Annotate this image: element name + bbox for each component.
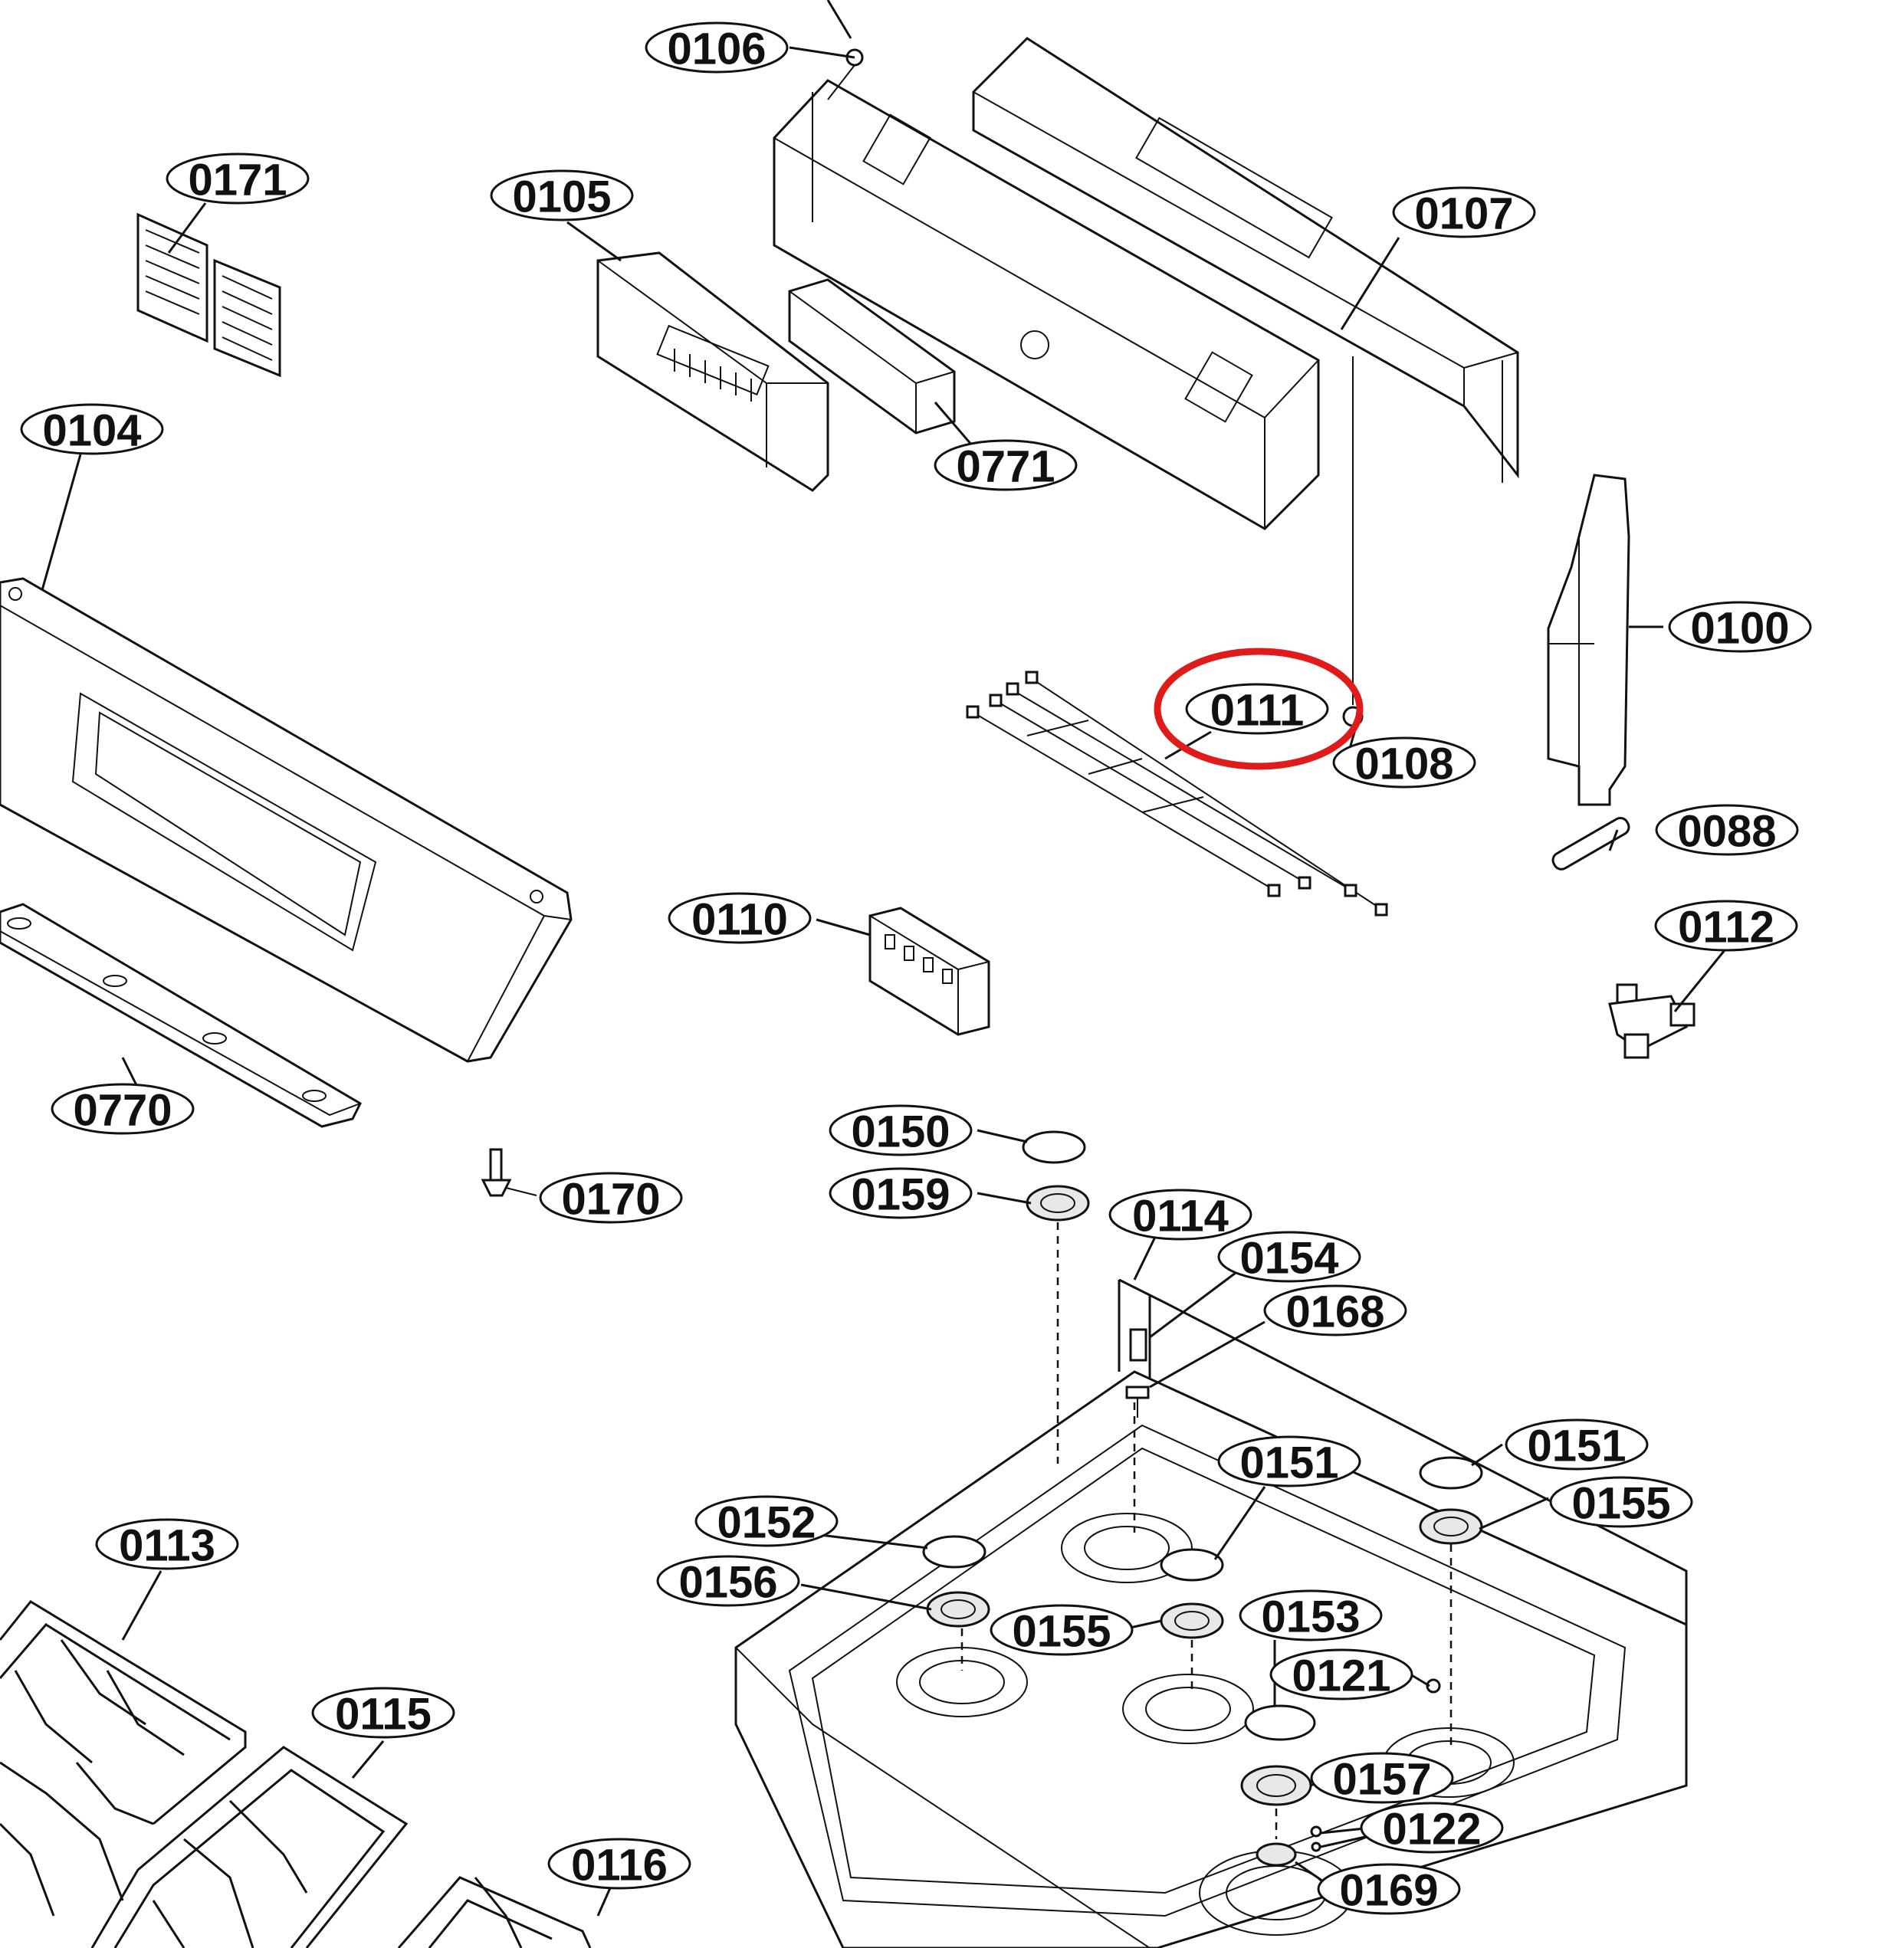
part-label: 0770 (51, 1083, 195, 1136)
svg-text:0152: 0152 (717, 1498, 816, 1548)
part-label: 0168 (1263, 1284, 1407, 1337)
svg-text:0113: 0113 (119, 1521, 215, 1571)
part-label: 0171 (166, 152, 310, 205)
part-label: 0155 (990, 1604, 1134, 1657)
part-label: 0115 (311, 1687, 455, 1740)
svg-text:0112: 0112 (1678, 903, 1774, 953)
svg-text:0105: 0105 (512, 172, 611, 222)
highlight-circle (1154, 648, 1364, 770)
part-label: 0114 (1108, 1189, 1252, 1241)
svg-text:0116: 0116 (571, 1841, 668, 1891)
svg-text:0154: 0154 (1239, 1234, 1338, 1284)
leader-lines (41, 46, 1726, 1917)
igniter-hardware (1125, 1328, 1441, 1852)
burner-heads (926, 1185, 1483, 1867)
part-label: 0108 (1332, 736, 1476, 789)
svg-text:0115: 0115 (335, 1690, 432, 1740)
svg-text:0153: 0153 (1261, 1592, 1360, 1642)
part-label: 0112 (1654, 900, 1798, 953)
part-0088 (1551, 817, 1630, 871)
svg-text:0106: 0106 (667, 25, 766, 74)
part-label: 0156 (656, 1555, 800, 1608)
svg-text:0088: 0088 (1677, 807, 1776, 857)
svg-text:0159: 0159 (851, 1170, 950, 1220)
svg-text:0156: 0156 (678, 1558, 777, 1608)
svg-text:0150: 0150 (851, 1107, 950, 1157)
part-label: 0150 (829, 1104, 973, 1157)
side-trim-0100 (1547, 474, 1630, 806)
part-label: 0113 (95, 1518, 239, 1571)
part-labels: 0106 0171 0105 0107 0104 0771 0100 0111 … (20, 21, 1812, 1916)
svg-text:0151: 0151 (1527, 1422, 1626, 1471)
part-label: 0100 (1668, 601, 1812, 654)
grates (0, 1600, 592, 1948)
part-label: 0105 (490, 169, 634, 222)
svg-text:0155: 0155 (1571, 1479, 1670, 1529)
svg-text:0169: 0169 (1339, 1866, 1438, 1916)
svg-text:0771: 0771 (956, 442, 1055, 492)
svg-text:0114: 0114 (1132, 1192, 1229, 1241)
assembly-lines (960, 1222, 1453, 1839)
grate-0115 (90, 1746, 409, 1948)
svg-text:0104: 0104 (42, 406, 141, 456)
svg-text:0121: 0121 (1292, 1651, 1390, 1701)
svg-text:0100: 0100 (1690, 604, 1789, 654)
svg-text:0122: 0122 (1382, 1805, 1481, 1855)
screw-0106 (826, 0, 864, 100)
control-housing-0107 (773, 37, 1519, 530)
part-label: 0771 (934, 439, 1078, 492)
part-label: 0116 (547, 1838, 691, 1891)
part-label: 0154 (1217, 1231, 1361, 1284)
grate-0116 (397, 1876, 592, 1948)
part-label: 0121 (1269, 1648, 1413, 1701)
part-label: 0155 (1549, 1476, 1693, 1529)
part-label: 0111 (1185, 683, 1329, 736)
terminal-block-0110 (868, 907, 990, 1036)
bracket-0770 (0, 903, 362, 1128)
svg-text:0151: 0151 (1239, 1438, 1338, 1488)
part-label: 0169 (1317, 1863, 1461, 1916)
part-label: 0152 (694, 1495, 839, 1548)
part-label: 0153 (1239, 1589, 1383, 1642)
screw-0108 (1342, 356, 1364, 727)
part-label: 0151 (1217, 1435, 1361, 1488)
part-label: 0107 (1392, 186, 1536, 239)
part-label: 0157 (1310, 1752, 1454, 1805)
valve-0112 (1608, 983, 1696, 1059)
svg-text:0168: 0168 (1285, 1287, 1384, 1337)
part-label: 0110 (668, 892, 812, 945)
svg-text:0170: 0170 (561, 1175, 660, 1225)
part-label: 0159 (829, 1167, 973, 1220)
trim-0771 (788, 278, 956, 435)
wire-harness-0111 (966, 671, 1388, 917)
svg-text:0107: 0107 (1414, 189, 1513, 239)
part-label: 0106 (645, 21, 789, 74)
control-panel-0104 (0, 577, 573, 1063)
burner-caps (922, 1130, 1483, 1741)
part-label: 0088 (1655, 804, 1799, 857)
svg-text:0770: 0770 (73, 1086, 172, 1136)
svg-text:0171: 0171 (188, 156, 287, 205)
control-board-0105 (596, 251, 829, 492)
part-label: 0151 (1505, 1418, 1649, 1471)
svg-text:0157: 0157 (1332, 1755, 1431, 1805)
grate-0113 (0, 1600, 247, 1917)
screw-0170 (481, 1148, 537, 1197)
svg-text:0155: 0155 (1012, 1607, 1111, 1657)
svg-text:0108: 0108 (1354, 740, 1453, 789)
part-label: 0122 (1360, 1802, 1504, 1855)
svg-text:0111: 0111 (1210, 686, 1305, 736)
svg-text:0110: 0110 (691, 895, 788, 945)
part-label: 0104 (20, 403, 164, 456)
vent-grille-0171 (136, 212, 281, 378)
part-label: 0170 (539, 1172, 683, 1225)
